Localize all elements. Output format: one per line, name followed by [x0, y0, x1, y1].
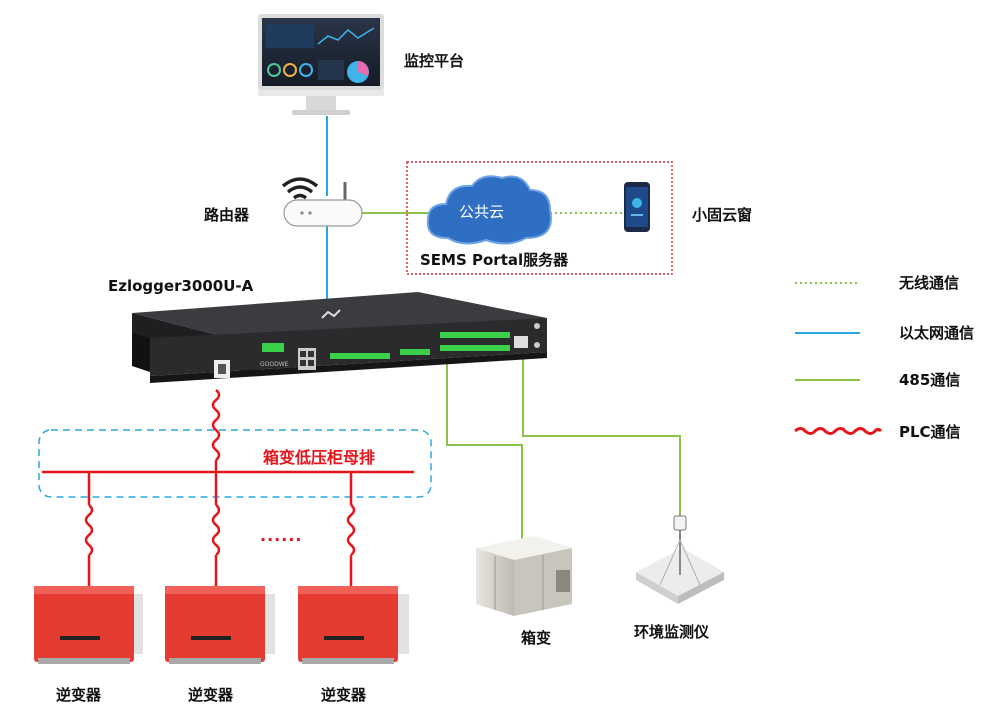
legend-label-ethernet: 以太网通信 — [899, 324, 975, 342]
router-icon — [281, 177, 363, 227]
monitor-icon — [258, 14, 384, 115]
cloud-label: 公共云 — [459, 203, 505, 221]
app-label: 小固云窗 — [692, 206, 753, 224]
plc-link-logger — [211, 389, 221, 461]
transformer-label: 箱变 — [521, 629, 552, 647]
inverter-icon-3 — [298, 586, 409, 664]
inverter-label-1: 逆变器 — [56, 686, 102, 704]
legend-label-plc: PLC通信 — [899, 423, 961, 441]
rs485-link-transformer — [446, 355, 523, 540]
weather-label: 环境监测仪 — [634, 623, 710, 641]
legend-label-rs485: 485通信 — [899, 371, 961, 389]
phone-icon — [624, 182, 650, 232]
busbar-box — [38, 429, 432, 498]
plc-link-inverter-3 — [346, 504, 356, 556]
busbar-label: 箱变低压柜母排 — [263, 448, 376, 467]
logger-brand-label: GOODWE — [260, 361, 289, 368]
legend-swatch-plc — [794, 427, 883, 435]
cloud-icon — [426, 175, 552, 245]
server-label: SEMS Portal服务器 — [420, 251, 569, 269]
plc-link-inverter-2 — [211, 504, 221, 556]
inverter-label-2: 逆变器 — [188, 686, 234, 704]
inverter-icon-1 — [34, 586, 143, 664]
rs485-link-weather — [522, 342, 681, 520]
legend-label-wireless: 无线通信 — [899, 274, 960, 292]
weather-station-icon — [636, 515, 724, 604]
inverter-label-3: 逆变器 — [321, 686, 367, 704]
router-label: 路由器 — [204, 206, 250, 224]
logger-label: Ezlogger3000U-A — [108, 277, 254, 295]
legend — [794, 282, 883, 435]
datalogger-icon: GOODWE — [132, 292, 547, 383]
inverter-icon-2 — [165, 586, 275, 664]
transformer-icon — [476, 536, 572, 616]
plc-link-inverter-1 — [84, 504, 94, 556]
monitor-label: 监控平台 — [404, 52, 465, 70]
server-box — [406, 161, 673, 275]
ellipsis-label: ...... — [260, 526, 303, 545]
